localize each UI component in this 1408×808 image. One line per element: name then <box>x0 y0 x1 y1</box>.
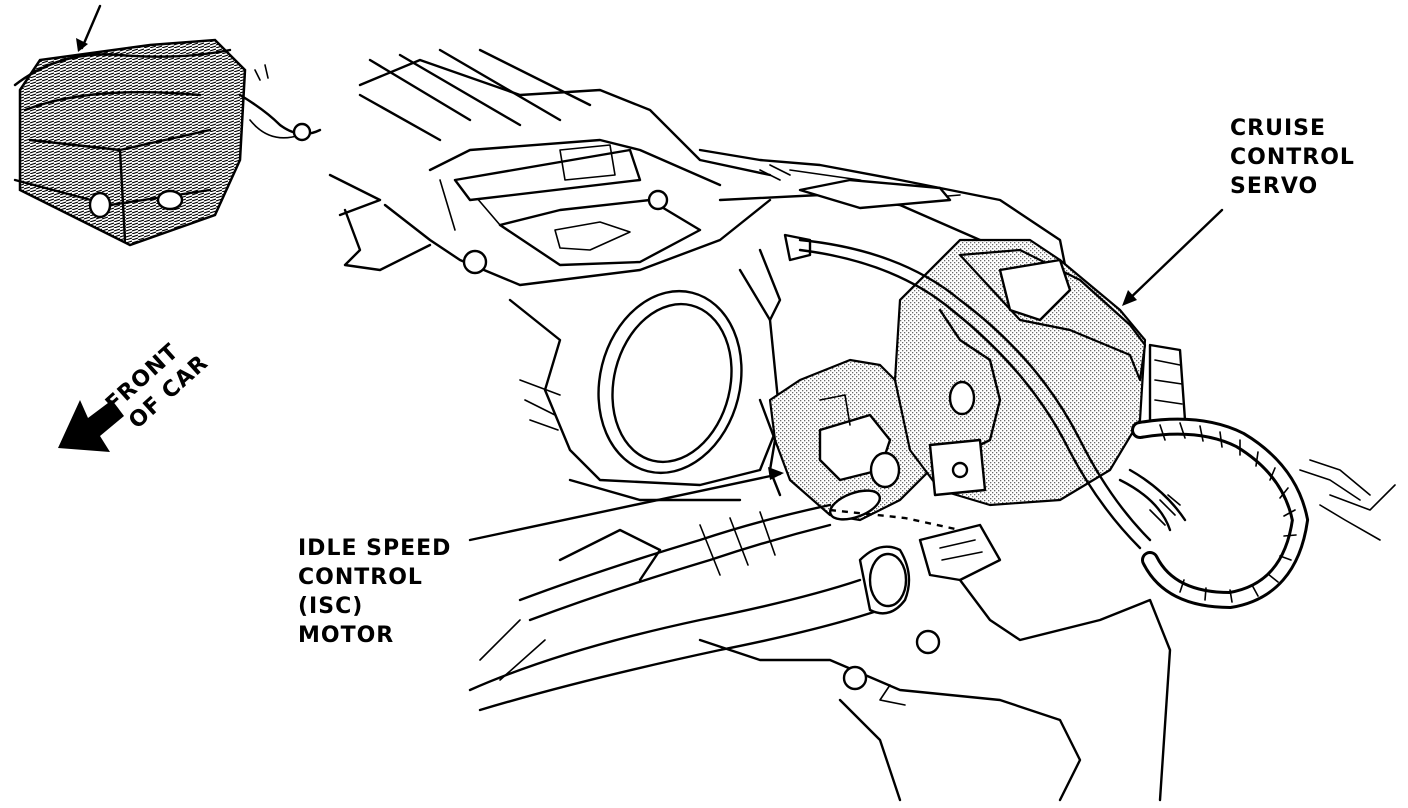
cruise-control-servo-leader <box>1123 208 1224 305</box>
cruise-control-servo-label-2: CONTROL <box>1230 145 1355 170</box>
cruise-control-servo-label-1: CRUISE <box>1230 116 1326 141</box>
isc-motor-label-4: MOTOR <box>298 623 394 648</box>
cruise-control-servo-leader-head <box>1122 290 1137 306</box>
isc-motor-label-2: CONTROL <box>298 565 423 590</box>
locator-engine-thumbnail <box>13 38 322 247</box>
intake-plenum <box>328 48 1072 292</box>
isc-motor-leader <box>468 472 782 542</box>
isc-motor-label-1: IDLE SPEED <box>298 536 451 561</box>
locator-arrow-icon <box>76 4 102 52</box>
isc-motor-leader-head <box>768 467 784 480</box>
throttle-cable <box>798 238 1152 550</box>
cruise-control-servo <box>893 238 1187 507</box>
isc-motor-label-3: (ISC) <box>298 594 363 619</box>
throttle-body <box>508 233 812 502</box>
wiring-harness <box>1118 417 1396 610</box>
front-of-car-arrow-icon <box>58 400 124 452</box>
lower-manifold <box>468 503 1172 802</box>
cruise-control-servo-label-3: SERVO <box>1230 174 1318 199</box>
